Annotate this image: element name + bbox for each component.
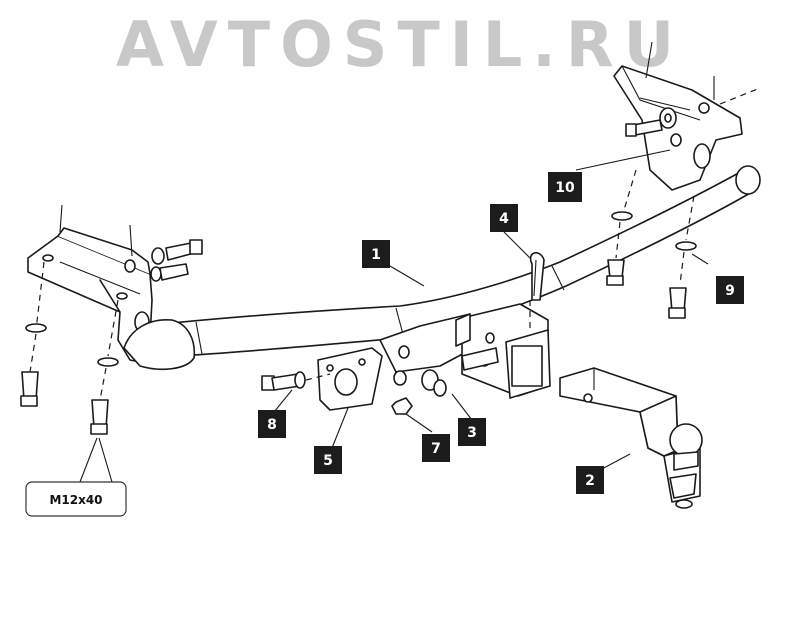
svg-text:3: 3 [467,425,477,441]
svg-text:5: 5 [323,453,333,469]
callout-7: 7 [422,434,450,462]
bolt-item-8 [261,371,331,391]
ball-mount-drawbar [559,367,703,509]
callout-1: 1 [362,240,390,268]
svg-text:1: 1 [371,247,381,263]
callout-3: 3 [458,418,486,446]
svg-text:8: 8 [267,417,277,433]
bolt-spec-label: M12x40 [49,493,102,507]
callout-10: 10 [548,172,582,202]
watermark-text: AVTOSTIL.RU [116,8,684,81]
bolt-spec-callout: M12x40 [25,437,127,517]
left-fasteners [20,204,133,435]
callout-2: 2 [576,466,604,494]
socket-mounting-plate [317,347,383,411]
callout-4: 4 [490,204,518,232]
receiver-assembly [379,303,551,399]
svg-text:10: 10 [555,180,575,196]
right-fasteners [606,169,697,319]
callout-5: 5 [314,446,342,474]
svg-text:4: 4 [499,211,509,227]
callout-8: 8 [258,410,286,438]
callout-9: 9 [716,276,744,304]
svg-text:9: 9 [725,283,735,299]
safety-pin-clip [529,252,545,330]
right-mounting-bracket [613,41,761,191]
svg-text:2: 2 [585,473,595,489]
washer-nut-item-7 [391,370,413,415]
svg-text:7: 7 [431,441,441,457]
callout-leaders [273,149,709,471]
